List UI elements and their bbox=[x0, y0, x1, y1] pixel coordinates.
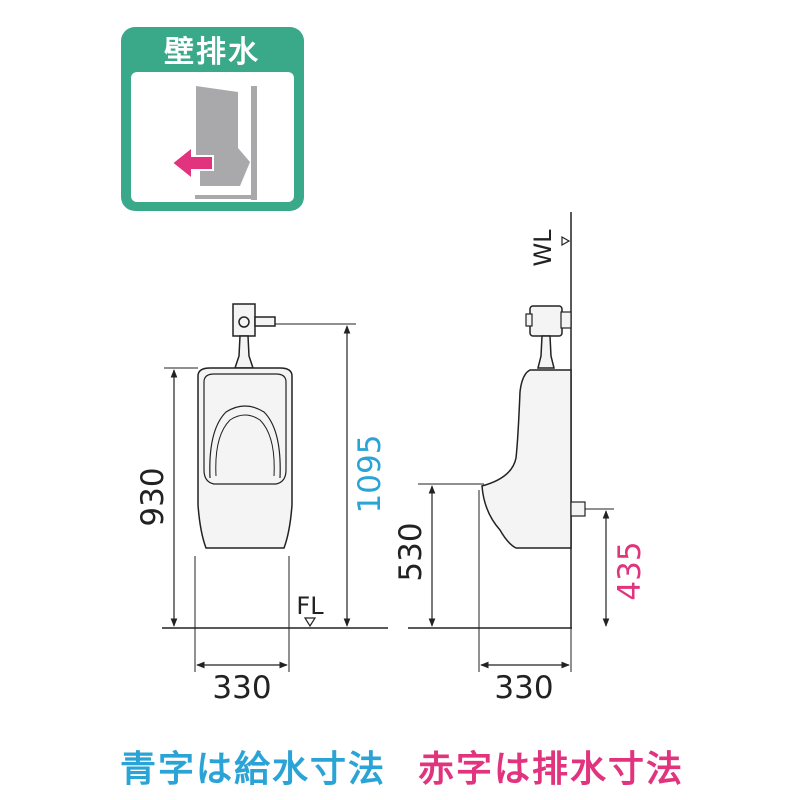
front-supply-pipe bbox=[254, 316, 276, 327]
front-spud-pipe bbox=[233, 335, 255, 369]
side-view: WL 530 435 330 bbox=[393, 212, 648, 706]
badge-title: 壁排水 bbox=[164, 35, 260, 70]
side-flush-cap bbox=[525, 313, 533, 327]
side-wall-marker-icon bbox=[561, 235, 571, 247]
side-urinal-body bbox=[481, 369, 572, 549]
side-width-label: 330 bbox=[494, 670, 553, 706]
front-flush-valve bbox=[232, 303, 256, 337]
front-urinal-body bbox=[197, 367, 293, 549]
front-floor-label: FL bbox=[296, 592, 324, 620]
front-flush-button bbox=[238, 316, 250, 328]
front-supply-height-label: 1095 bbox=[352, 435, 388, 514]
front-height-label: 930 bbox=[135, 467, 171, 526]
side-supply-stop bbox=[560, 311, 572, 329]
front-view: 930 1095 FL 330 bbox=[135, 303, 388, 706]
front-urinal-rim bbox=[203, 373, 287, 485]
front-urinal-basin-inner bbox=[215, 414, 275, 477]
side-flush-valve bbox=[529, 305, 563, 337]
front-width-label: 330 bbox=[212, 670, 271, 706]
side-height-label: 530 bbox=[393, 522, 429, 581]
side-spud-pipe bbox=[537, 335, 555, 369]
side-drain-height-label: 435 bbox=[612, 541, 648, 600]
front-floor-marker-icon bbox=[303, 617, 317, 628]
side-drain-pipe bbox=[570, 501, 586, 517]
badge-drain-arrow-icon bbox=[170, 144, 214, 182]
front-urinal-basin bbox=[209, 405, 281, 479]
side-wall-label: WL bbox=[529, 229, 557, 267]
badge-wall-icon bbox=[251, 86, 257, 200]
drain-dimension-note: 赤字は排水寸法 bbox=[418, 749, 685, 790]
supply-dimension-note: 青字は給水寸法 bbox=[120, 749, 387, 790]
wall-drain-badge: 壁排水 bbox=[121, 27, 304, 211]
